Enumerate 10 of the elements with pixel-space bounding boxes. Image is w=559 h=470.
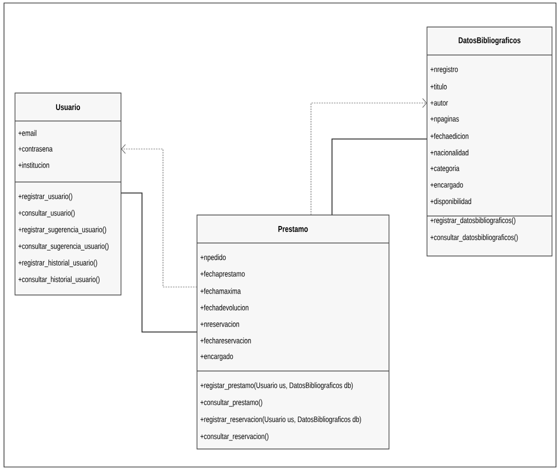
class-box xyxy=(196,214,390,450)
class-box xyxy=(426,26,552,256)
association-line xyxy=(332,138,428,216)
class-name: Usuario xyxy=(56,104,80,110)
class-name: Prestamo xyxy=(278,226,308,232)
dependency-arrow xyxy=(121,144,198,288)
class-box xyxy=(14,92,122,296)
association-line xyxy=(120,192,198,332)
dependency-arrow xyxy=(310,98,427,216)
class-name: DatosBibliograficos xyxy=(458,37,520,45)
